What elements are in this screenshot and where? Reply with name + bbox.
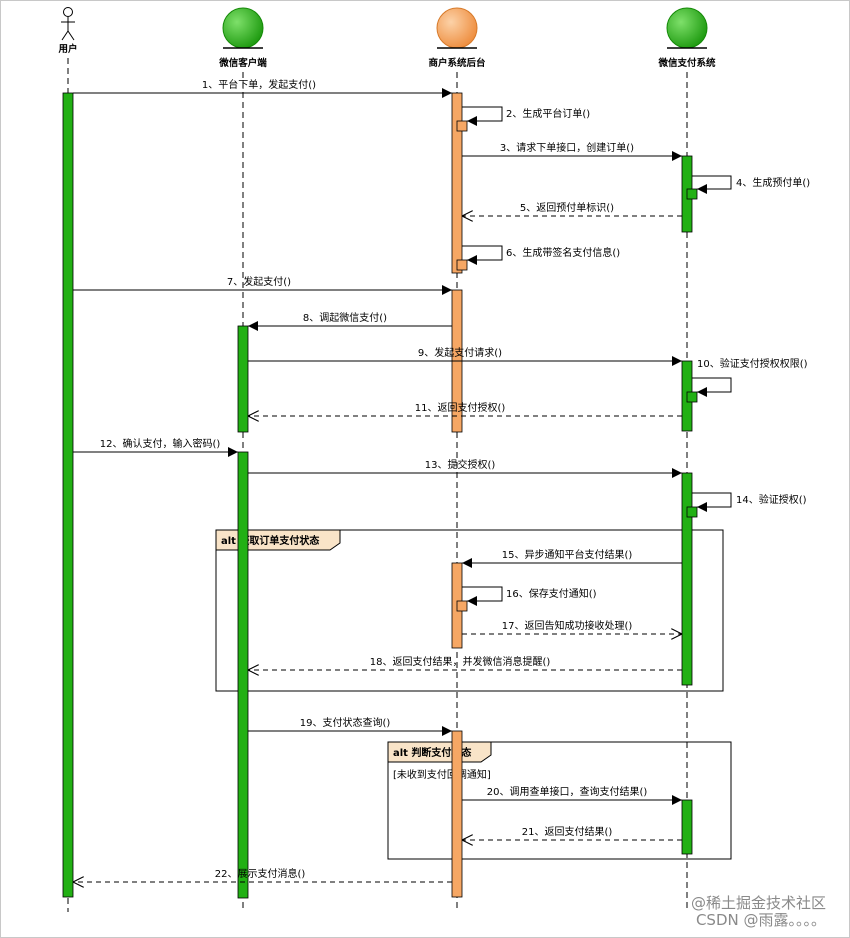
message-label: 7、发起支付() [227, 275, 291, 288]
message-arrow [462, 106, 503, 126]
message-label: 22、展示支付消息() [215, 867, 306, 880]
participant-label: 微信支付系统 [657, 57, 716, 69]
message-arrow [692, 175, 732, 194]
participant-label: 商户系统后台 [428, 57, 486, 69]
fragment-guard: [未收到支付回调通知] [393, 768, 491, 781]
message-label: 17、返回告知成功接收处理() [502, 619, 633, 632]
participant-user: 用户 [57, 7, 78, 55]
message-label: 15、异步通知平台支付结果() [502, 548, 633, 561]
message-label: 14、验证授权() [736, 493, 807, 506]
entity-icon [222, 7, 264, 49]
message-arrow [462, 586, 503, 606]
message-labels: 1、平台下单，发起支付() 2、生成平台订单() 3、请求下单接口，创建订单()… [100, 78, 811, 880]
message-label: 6、生成带签名支付信息() [506, 246, 620, 259]
message-label: 8、调起微信支付() [303, 311, 387, 324]
activation-bar [237, 325, 249, 433]
watermark-line-2: CSDN @雨露。。。。 [696, 911, 826, 929]
message-label: 5、返回预付单标识() [520, 201, 614, 214]
message-label: 21、返回支付结果() [522, 825, 613, 838]
activation-bar [681, 799, 693, 855]
message-label: 4、生成预付单() [736, 176, 810, 189]
participant-wxpay: 微信支付系统 [657, 7, 716, 69]
activation-bar [686, 391, 698, 403]
entity-icon [666, 7, 708, 49]
message-label: 11、返回支付授权() [415, 401, 506, 414]
activation-bar [451, 92, 463, 274]
activation-bar [456, 259, 468, 271]
message-arrow [692, 377, 732, 397]
message-arrow [692, 492, 732, 512]
activation-bar [686, 506, 698, 518]
message-label: 12、确认支付，输入密码() [100, 437, 221, 450]
activation-bar [681, 472, 693, 686]
message-label: 9、发起支付请求() [418, 346, 502, 359]
activation-bar [456, 120, 468, 132]
message-label: 20、调用查单接口，查询支付结果() [487, 785, 648, 798]
watermark: @稀土掘金技术社区 CSDN @雨露。。。。 [691, 894, 826, 929]
message-label: 19、支付状态查询() [300, 716, 391, 729]
message-arrow [462, 245, 503, 265]
activation-bar [62, 92, 74, 898]
message-label: 18、返回支付结果，并发微信消息提醒() [370, 655, 551, 668]
message-label: 16、保存支付通知() [506, 587, 597, 600]
participant-merchant: 商户系统后台 [428, 7, 486, 69]
activation-bar [237, 451, 249, 899]
activation-bar [456, 600, 468, 612]
message-label: 13、提交授权() [425, 458, 496, 471]
fragment-title: alt 获取订单支付状态 [221, 534, 319, 547]
messages [73, 88, 732, 882]
message-label: 2、生成平台订单() [506, 107, 590, 120]
watermark-line-1: @稀土掘金技术社区 [691, 894, 826, 912]
participant-label: 用户 [57, 43, 77, 55]
participant-label: 微信客户端 [218, 57, 267, 69]
message-label: 10、验证支付授权权限() [697, 357, 808, 370]
message-label: 3、请求下单接口，创建订单() [500, 141, 634, 154]
activation-bar [451, 730, 463, 898]
entity-icon [436, 7, 478, 49]
message-label: 1、平台下单，发起支付() [202, 78, 316, 91]
activation-bar [686, 188, 698, 200]
actor-icon [61, 7, 75, 41]
participant-wxclient: 微信客户端 [218, 7, 267, 69]
